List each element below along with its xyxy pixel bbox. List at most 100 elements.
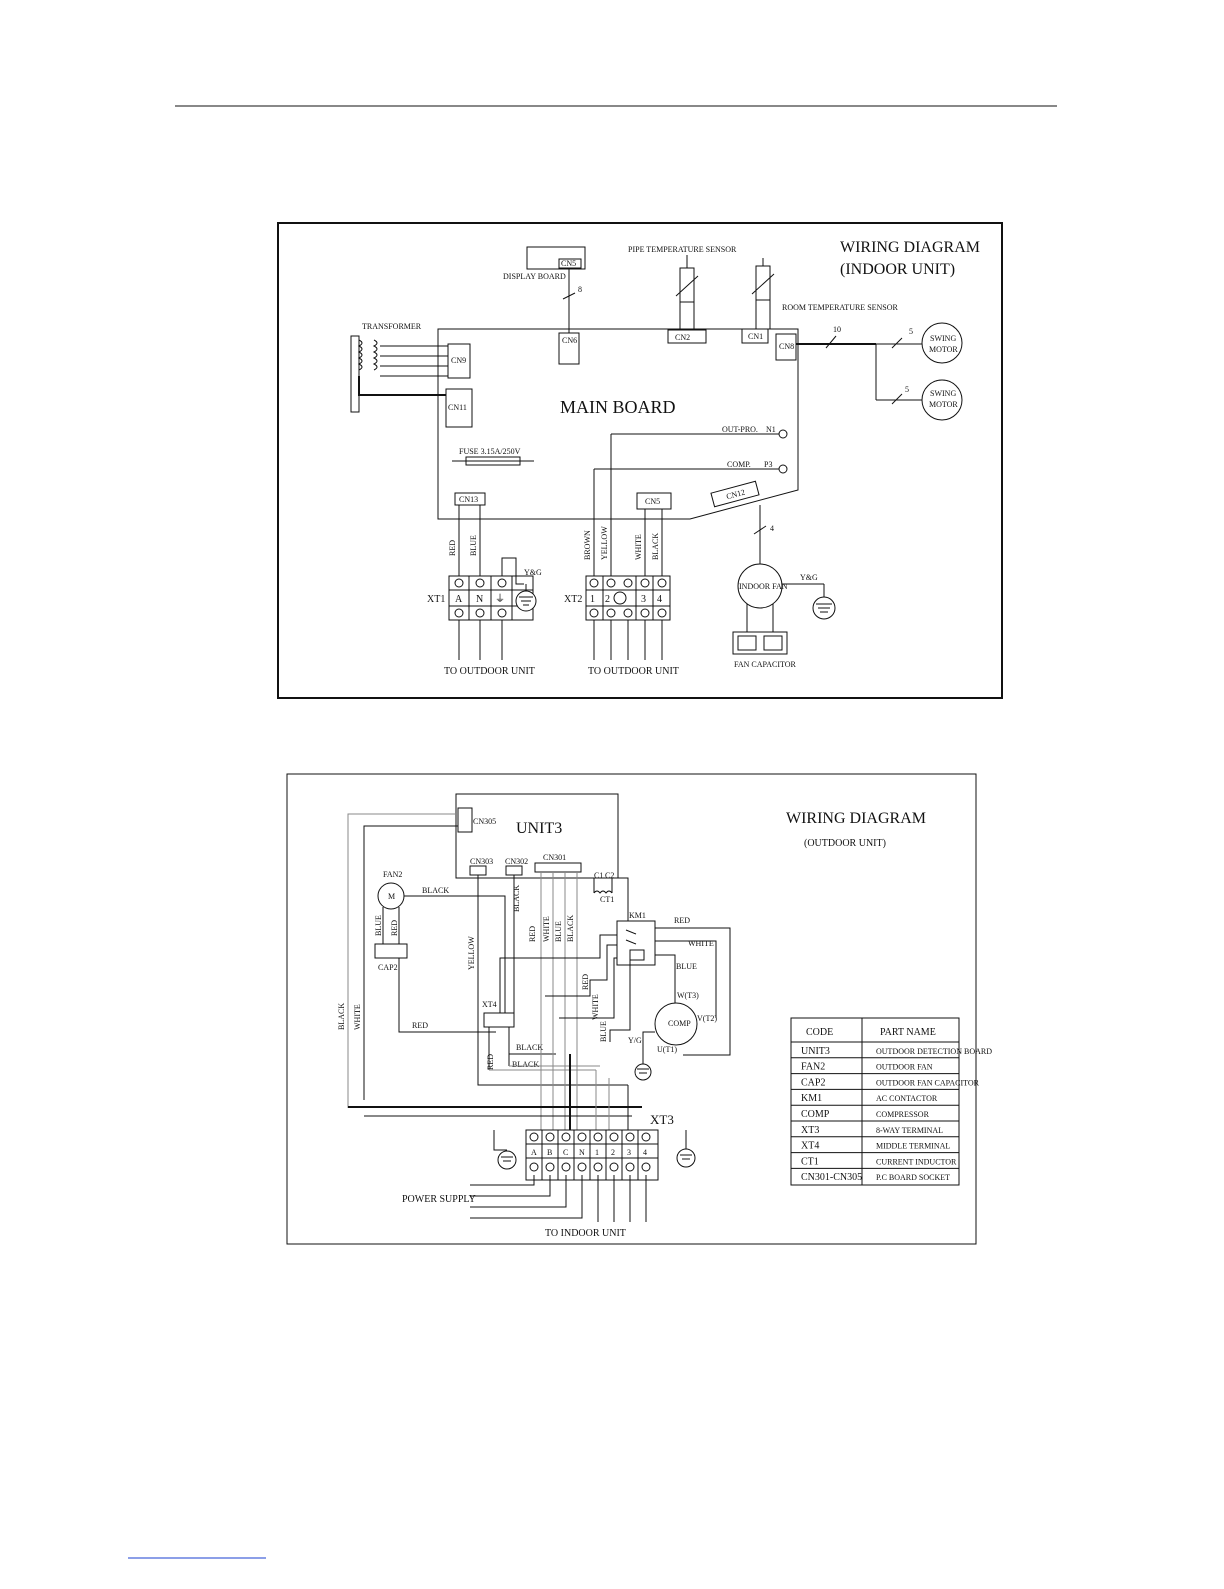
xt3-terminal-label: N [579,1148,585,1157]
xt3-screw-top [529,1132,539,1142]
xt2-terminal-1: 1 [590,594,595,605]
cap2-red-wire [398,958,496,1033]
ct1-label: CT1 [600,895,614,904]
xt2-screw-bottom-3 [640,608,650,618]
fan-capacitor-label: FAN CAPACITOR [734,660,797,669]
ct1-inductor [593,890,613,894]
fan-capacitor-terminal-a [737,635,757,651]
km1-label: KM1 [629,911,646,920]
fan2-label: FAN2 [383,870,402,879]
xt3-terminal-label: 1 [595,1148,599,1157]
n1-label: N1 [766,425,776,434]
xt2-screw-top-mid [623,578,633,588]
xt1-screw-top-a [454,578,464,588]
cap-blue-label: BLUE [374,915,383,936]
table-cell-part-name: P.C BOARD SOCKET [876,1173,950,1182]
xt3-screw-bottom [593,1162,603,1172]
xt2-screw-bottom-1 [589,608,599,618]
transformer-core [350,335,360,413]
main-board-label: MAIN BOARD [560,397,676,417]
xt3-terminal-label: 4 [643,1148,647,1157]
xt2-terminal-4: 4 [657,594,662,605]
table-cell-part-name: OUTDOOR FAN CAPACITOR [876,1078,980,1087]
white-mid-label: WHITE [591,994,600,1020]
cn13-connector [454,492,486,506]
cn301-connector [534,862,582,873]
cn11-connector [445,388,473,428]
cn5-display-connector [558,258,582,269]
blue-mid-label: BLUE [599,1021,608,1042]
xt2-screw-top-2 [606,578,616,588]
table-cell-code: XT3 [801,1125,819,1136]
cn5-label: CN5 [645,497,660,506]
comp-ground-symbol [634,1063,652,1081]
xt3-screw-bottom [577,1162,587,1172]
red-wire-label: RED [448,540,457,556]
red-mid-label: RED [581,974,590,990]
km1-red-mid-wire [545,944,617,997]
fan-wire-count: 4 [770,524,774,533]
display-wire-tick [562,292,576,300]
indoor-subtitle: (INDOOR UNIT) [840,261,955,278]
xt1-terminal-a: A [455,594,463,605]
cn302-label: CN302 [505,857,528,866]
fan-black-label: BLACK [422,886,449,895]
swing1-count: 5 [909,327,913,336]
km-white-label: WHITE [688,939,714,948]
xt1-yg-label: Y&G [524,568,542,577]
yellow-label: YELLOW [467,936,476,970]
cn8-wire-count: 10 [833,325,841,334]
xt3-screw-top [609,1132,619,1142]
table-cell-part-name: COMPRESSOR [876,1110,930,1119]
xt3-terminal-label: 2 [611,1148,615,1157]
km1-white-mid-wire [559,957,617,1019]
unit3-label: UNIT3 [516,820,562,837]
power-supply-wire-n [470,1175,583,1219]
black-v1-label: BLACK [566,915,575,942]
xt3-screw-bottom [641,1162,651,1172]
xt4-label: XT4 [482,1000,497,1009]
km1-xt4-wire [499,934,617,1013]
xt3-screw-top [641,1132,651,1142]
comp-pin-u: U(T1) [657,1045,677,1054]
km1-contact-1 [625,929,637,935]
swing-motor-2 [921,379,963,421]
blue-v1-label: BLUE [554,921,563,942]
indoor-title: WIRING DIAGRAM [840,239,980,256]
pipe-sensor [679,267,695,303]
xt3-screw-top [577,1132,587,1142]
table-cell-code: COMP [801,1109,830,1120]
cn6-label: CN6 [562,336,577,345]
xt3-left-ground-wire [493,1130,507,1151]
table-cell-code: CAP2 [801,1077,825,1088]
cn8-wire-tick [825,335,837,349]
ct1-leads [593,878,613,893]
xt3-terminal-label: B [547,1148,552,1157]
table-cell-code: UNIT3 [801,1046,830,1057]
xt4-red-label: RED [412,1021,428,1030]
comp-label: COMP [668,1019,691,1028]
xt3-screw-bottom [561,1162,571,1172]
fan2-m-label: M [388,892,395,901]
transformer-label: TRANSFORMER [362,322,422,331]
room-sensor [755,265,771,301]
xt3-screw-bottom [529,1162,539,1172]
cn12-connector [710,480,760,508]
red-v1-label: RED [528,926,537,942]
black-left-label: BLACK [337,1003,346,1030]
brown-wire-label: BROWN [583,530,592,560]
outdoor-wiring-diagram: WIRING DIAGRAM (OUTDOOR UNIT) UNIT3 CN30… [286,773,992,1245]
comp-yg-label: Y/G [628,1036,642,1045]
table-header-code: CODE [806,1027,833,1038]
swing-motor-1-label-b: MOTOR [929,345,958,354]
fuse-label: FUSE 3.15A/250V [459,447,521,456]
xt1-screw-top-n [475,578,485,588]
yellow-wire-label: YELLOW [600,526,609,560]
xt2-screw-top-1 [589,578,599,588]
transformer-primary [357,339,363,371]
km-red-label: RED [674,916,690,925]
comp-pin-w: W(T3) [677,991,699,1000]
compressor [654,1002,698,1046]
